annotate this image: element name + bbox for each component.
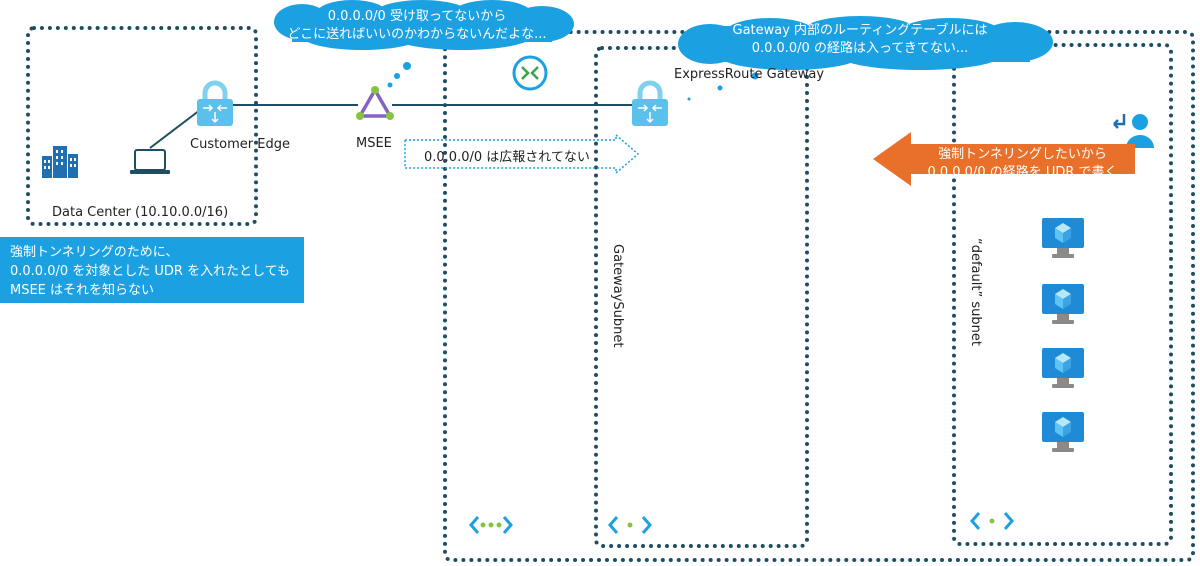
msee-thought-line-2: どこに送ればいいのかわからないんだよな...: [287, 27, 547, 42]
gateway-lock-icon: [632, 80, 668, 126]
default-subnet-boundary: [952, 43, 1173, 546]
customer-edge-lock-icon: [197, 80, 233, 126]
vm-icon: [1042, 412, 1084, 452]
laptop-icon: [130, 149, 170, 174]
udr-arrow-shape: [873, 132, 1135, 186]
building-icon: [42, 146, 78, 178]
msee-thought-line-1: 0.0.0.0/0 受け取ってないから: [327, 9, 507, 24]
msee-label: MSEE: [356, 136, 392, 151]
msee-thought-cloud: [274, 0, 574, 50]
data-center-label: Data Center (10.10.0.0/16): [52, 205, 229, 220]
forced-tunneling-note-line-1: 強制トンネリングのために、: [10, 245, 179, 260]
forced-tunneling-note-line-2: 0.0.0.0/0 を対象とした UDR を入れたとしても: [10, 264, 291, 279]
default-subnet-label: “default” subnet: [968, 238, 983, 346]
data-center-boundary: [26, 26, 258, 226]
gateway-thought-cloud: [678, 16, 1053, 70]
gateway-subnet-label: GatewaySubnet: [610, 244, 625, 348]
subnet-icon: [608, 516, 652, 534]
subnet-icon: [970, 512, 1014, 530]
forced-tunneling-note: 強制トンネリングのために、 0.0.0.0/0 を対象とした UDR を入れたと…: [0, 237, 304, 303]
customer-edge-label: Customer Edge: [190, 137, 290, 152]
udr-arrow-line-1: 強制トンネリングしたいから: [938, 147, 1107, 162]
vm-icon: [1042, 348, 1084, 388]
gateway-thought-line-2: 0.0.0.0/0 の経路は入ってきてない...: [751, 41, 969, 56]
vm-icon: [1042, 284, 1084, 324]
vm-icon: [1042, 218, 1084, 258]
gateway-thought-line-1: Gateway 内部のルーティングテーブルには: [732, 23, 988, 38]
expressroute-gateway-label: ExpressRoute Gateway: [674, 67, 825, 82]
forced-tunneling-note-line-3: MSEE はそれを知らない: [10, 283, 155, 298]
vnet-icon: [469, 516, 513, 534]
expressroute-circuit-icon: [512, 55, 548, 91]
msee-icon: [356, 86, 394, 120]
not-advertised-label: 0.0.0.0/0 は広報されてない: [424, 150, 590, 165]
udr-arrow-line-2: 0.0.0.0/0 の経路を UDR で書く: [927, 165, 1118, 180]
